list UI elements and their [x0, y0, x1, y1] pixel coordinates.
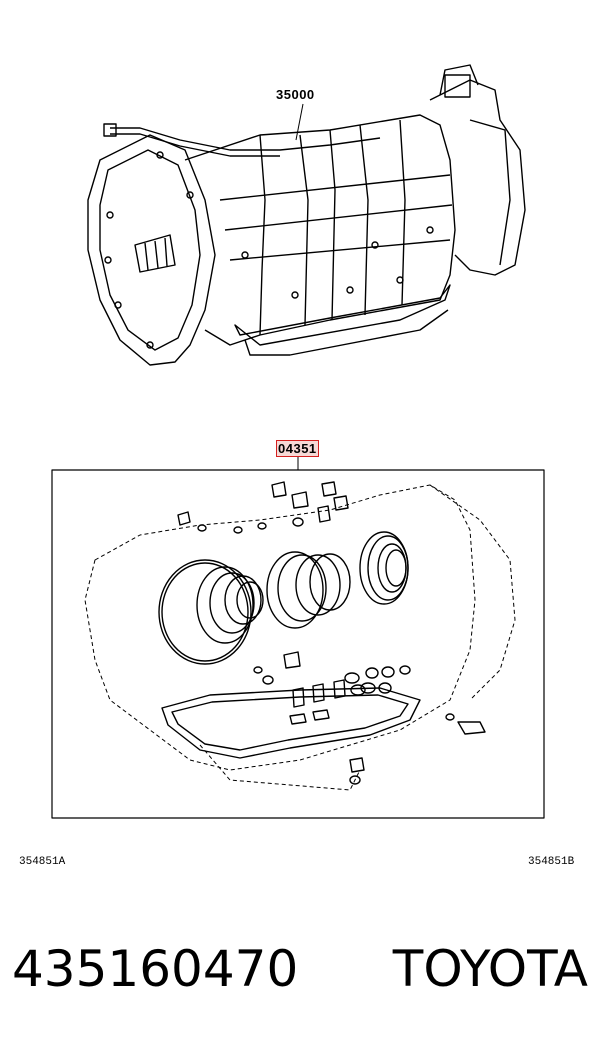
- kit-frame: [51, 469, 545, 819]
- parts-diagram: [51, 64, 545, 819]
- callout-transmission: 35000: [276, 87, 315, 102]
- seal-rings-group-3: [359, 531, 409, 605]
- callout-gasket-kit: 04351: [276, 440, 319, 457]
- transmission-leader: [295, 103, 304, 141]
- kit-case-outline: [84, 484, 516, 791]
- pan-gasket: [161, 687, 421, 759]
- transmission-drawing: [87, 64, 526, 366]
- footer: 435160470 TOYOTA: [0, 938, 600, 1008]
- figure-code-right: 354851B: [528, 856, 575, 868]
- brand-name: TOYOTA: [392, 940, 588, 998]
- seal-rings-group-2: [266, 551, 351, 629]
- seal-rings-group-1: [158, 559, 264, 665]
- part-number: 435160470: [12, 940, 299, 998]
- plugs: [177, 481, 486, 773]
- figure-code-left: 354851A: [19, 856, 66, 868]
- small-orings: [197, 517, 455, 785]
